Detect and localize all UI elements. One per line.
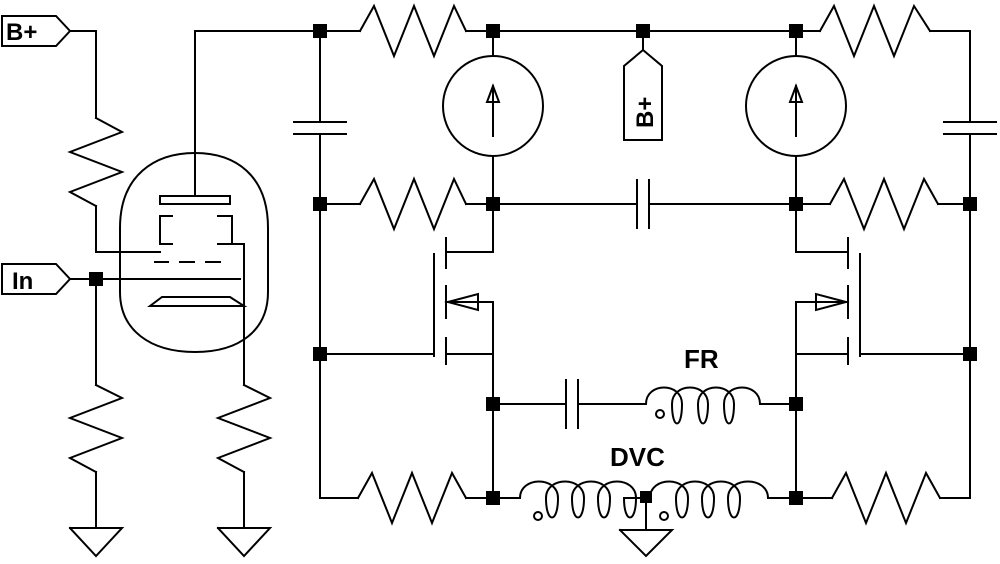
inductor-fr [644, 386, 762, 425]
ground-icon [618, 528, 675, 558]
b-plus-tag-top: B+ [1, 15, 72, 47]
junction-dot [963, 197, 977, 211]
capacitor-right-vertical [943, 121, 997, 135]
resistor-top-right [818, 3, 932, 59]
fr-label: FR [684, 344, 719, 374]
junction-dot [313, 347, 327, 361]
current-source-icon [442, 55, 544, 157]
resistor-cathode [215, 383, 273, 474]
ground-icon [68, 526, 125, 558]
junction-dot [313, 197, 327, 211]
resistor-bottom-left [356, 470, 468, 526]
resistor-bottom-right [830, 470, 942, 526]
b-plus-tag-center: B+ [623, 48, 663, 141]
dvc-label: DVC [610, 442, 665, 472]
input-tag: In [1, 263, 72, 295]
resistor-mid-left [358, 176, 468, 232]
inductor-dvc [518, 480, 770, 521]
current-source-icon [745, 55, 847, 157]
capacitor-left-vertical [293, 121, 347, 135]
junction-dot [963, 347, 977, 361]
capacitor-fr-series [565, 379, 579, 429]
resistor-anode-load [67, 116, 125, 208]
ground-icon [216, 526, 273, 558]
resistor-grid [67, 383, 125, 474]
mosfet-icon-left [433, 203, 494, 405]
b-plus-top-label: B+ [6, 19, 37, 46]
input-label: In [12, 268, 33, 295]
resistor-mid-right [828, 176, 940, 232]
mosfet-icon-right [795, 203, 861, 405]
b-plus-center-label: B+ [632, 97, 659, 128]
capacitor-mid-horizontal [636, 179, 650, 229]
resistor-top-left [358, 3, 468, 59]
